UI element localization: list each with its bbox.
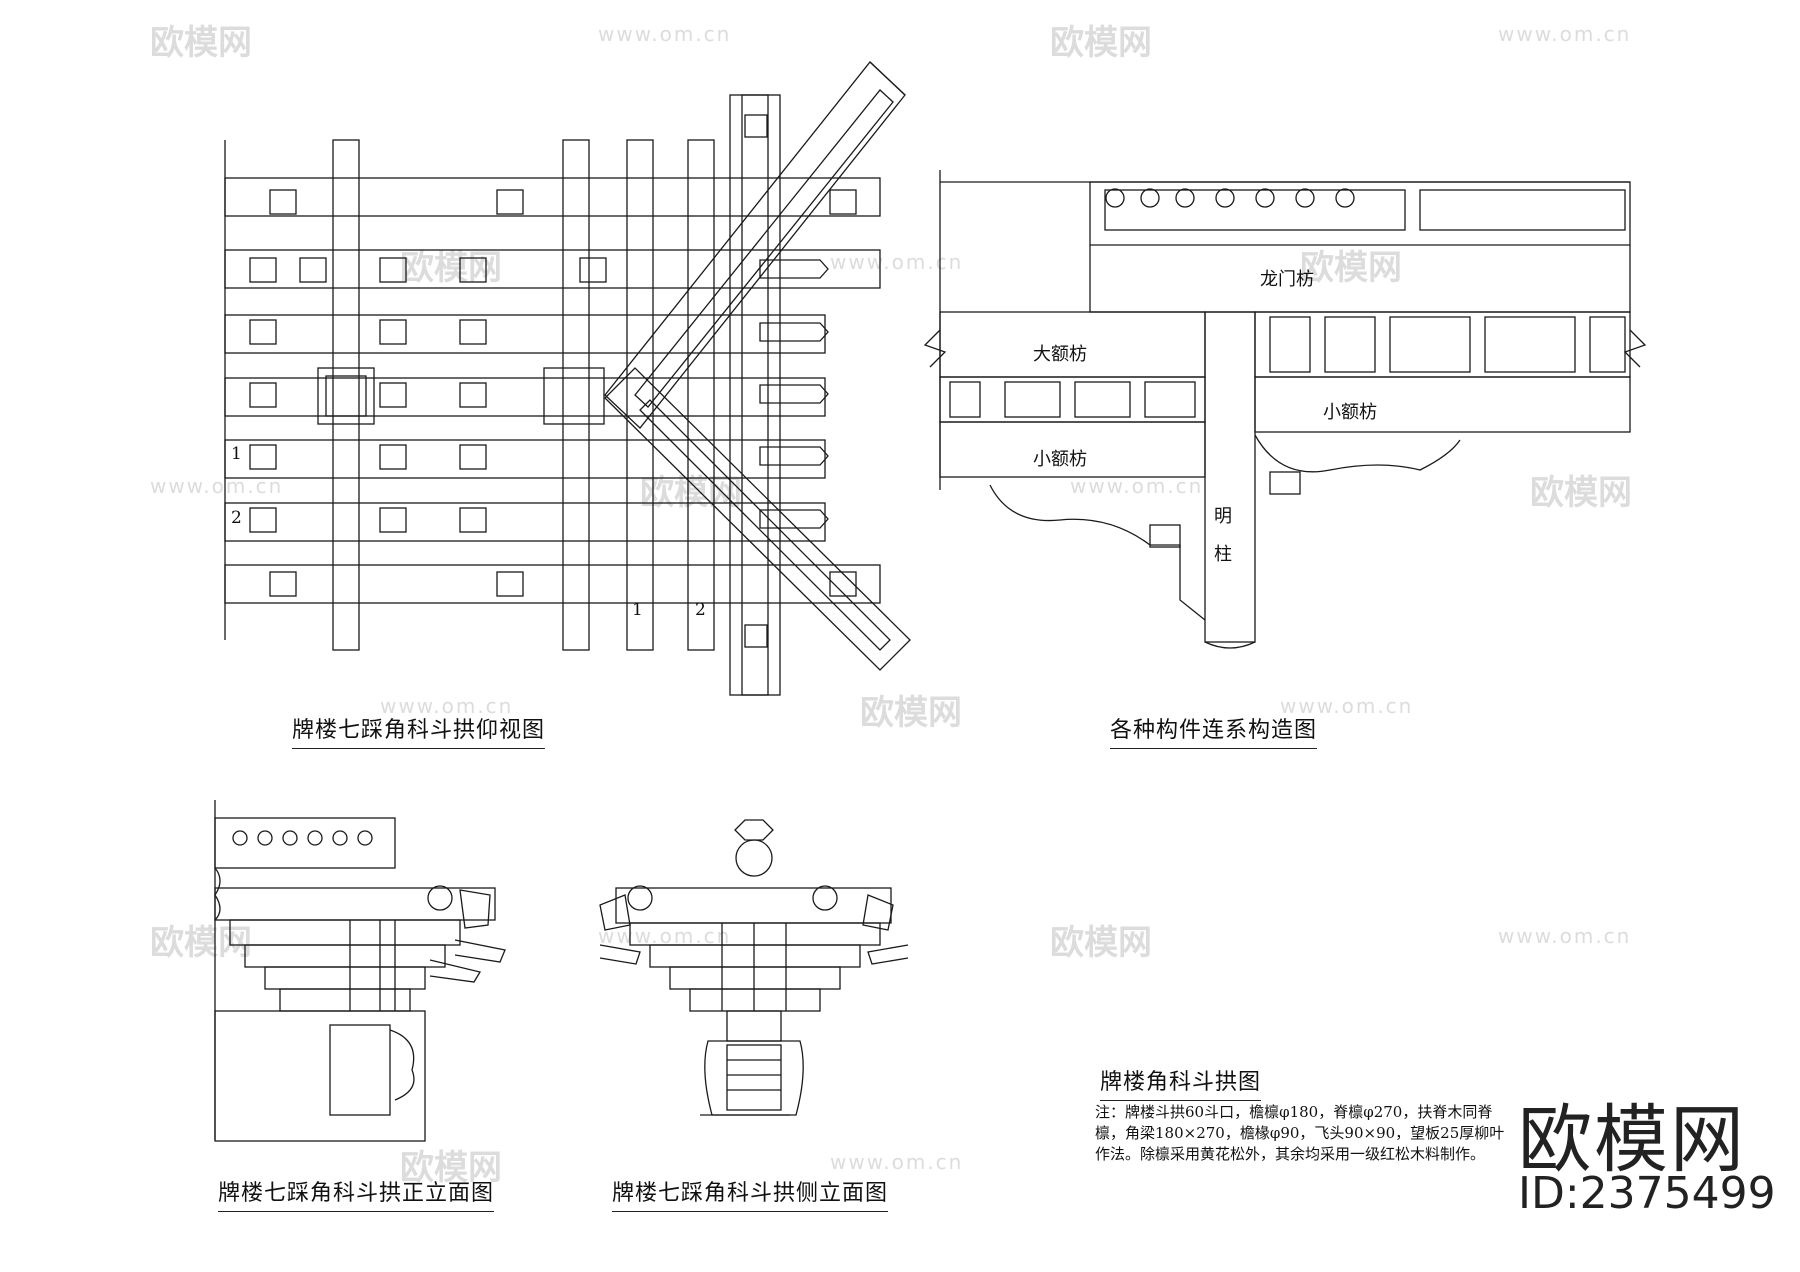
- side-elevation-title: 牌楼七踩角科斗拱侧立面图: [612, 1175, 889, 1212]
- watermark-logo: 欧模网: [400, 248, 502, 288]
- row-number-2: 2: [231, 508, 242, 528]
- watermark-logo: 欧模网: [150, 23, 252, 63]
- image-id: ID:2375499: [1518, 1168, 1776, 1219]
- watermark-logo: 欧模网: [1300, 248, 1402, 288]
- row-number-1: 1: [231, 444, 242, 464]
- top-ornament-row: [1105, 188, 1355, 208]
- watermark-logo: 欧模网: [150, 923, 252, 963]
- label-da-e-fang: 大额枋: [1033, 344, 1087, 365]
- horizontal-members: [224, 177, 881, 604]
- column-number-1: 1: [632, 600, 643, 620]
- watermark-logo: 欧模网: [400, 1148, 502, 1188]
- connection-drawing: [923, 170, 1647, 649]
- front-bracket-stacks: [229, 919, 506, 1012]
- watermark-logo: 欧模网: [1530, 473, 1632, 513]
- connection-title: 各种构件连系构造图: [1110, 712, 1318, 749]
- watermark-url: www.om.cn: [830, 1150, 964, 1174]
- watermark-url: www.om.cn: [598, 924, 732, 948]
- watermark-url: www.om.cn: [380, 694, 514, 718]
- column-number-2: 2: [695, 600, 706, 620]
- label-ming-char: 明: [1214, 506, 1232, 527]
- label-xiao-e-fang-left: 小额枋: [1033, 449, 1087, 470]
- watermark-logo: 欧模网: [640, 473, 742, 513]
- watermark-url: www.om.cn: [1070, 474, 1204, 498]
- watermark-url: www.om.cn: [1498, 22, 1632, 46]
- watermark-logo: 欧模网: [860, 693, 962, 733]
- vertical-members: [332, 94, 781, 696]
- watermark-url: www.om.cn: [1280, 694, 1414, 718]
- bottom-view-blocks: [249, 189, 857, 597]
- projecting-ends: [759, 259, 829, 529]
- side-elevation-drawing: [599, 819, 909, 1116]
- diagonal-beam-lower: [604, 367, 911, 671]
- bottom-view-drawing: [224, 61, 911, 696]
- construction-note: 注：牌楼斗拱60斗口，檐檩φ180，脊檩φ270，扶脊木同脊檩，角梁180×27…: [1095, 1103, 1505, 1163]
- label-xiao-e-fang-right: 小额枋: [1323, 402, 1377, 423]
- label-zhu-char: 柱: [1214, 544, 1232, 565]
- bottom-view-title: 牌楼七踩角科斗拱仰视图: [292, 712, 546, 749]
- legend-title: 牌楼角科斗拱图: [1100, 1064, 1262, 1101]
- side-bracket-stacks: [599, 922, 909, 1012]
- watermark-url: www.om.cn: [1498, 924, 1632, 948]
- watermark-logo: 欧模网: [1050, 23, 1152, 63]
- brand-logo-text: 欧模网: [1518, 1097, 1746, 1183]
- front-elevation-title: 牌楼七踩角科斗拱正立面图: [218, 1175, 495, 1212]
- label-longmen-fang: 龙门枋: [1260, 269, 1314, 290]
- diagonal-beam-upper: [604, 61, 906, 429]
- front-elevation-drawing: [214, 800, 506, 1142]
- watermark-url: www.om.cn: [598, 22, 732, 46]
- watermark-logo: 欧模网: [1050, 923, 1152, 963]
